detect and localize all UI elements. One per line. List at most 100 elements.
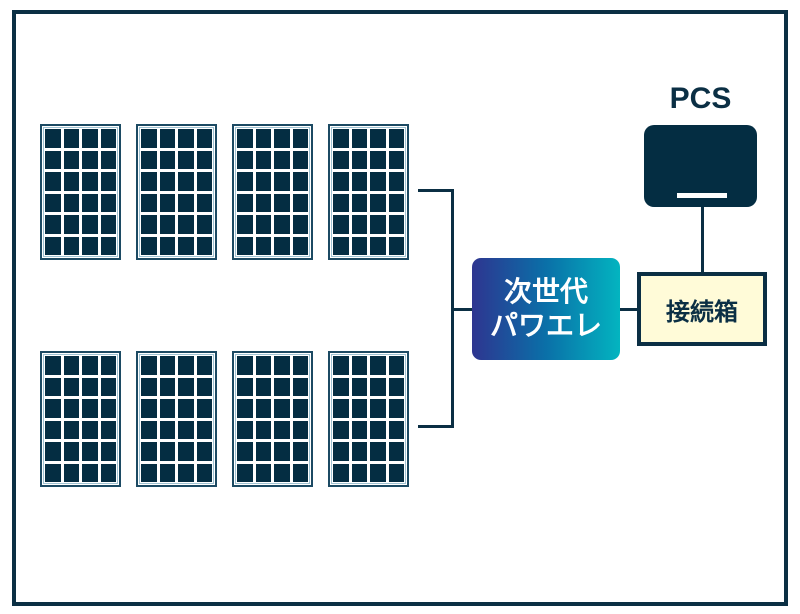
- solar-cell: [333, 236, 349, 255]
- solar-cell: [274, 463, 290, 482]
- solar-panel-icon: [136, 124, 217, 260]
- solar-cell: [388, 129, 404, 148]
- solar-cell: [388, 215, 404, 234]
- solar-cell: [141, 356, 157, 375]
- solar-cell: [159, 236, 175, 255]
- connector-top: [418, 189, 454, 192]
- solar-cell: [292, 463, 308, 482]
- solar-cell: [100, 150, 116, 169]
- solar-cell: [63, 377, 79, 396]
- solar-panel-icon: [40, 124, 121, 260]
- solar-cell: [333, 129, 349, 148]
- solar-cell: [141, 172, 157, 191]
- solar-cell: [351, 215, 367, 234]
- solar-cell: [274, 420, 290, 439]
- solar-cell: [237, 463, 253, 482]
- solar-cell: [255, 193, 271, 212]
- solar-cell: [388, 193, 404, 212]
- solar-cell: [100, 236, 116, 255]
- solar-cell: [388, 377, 404, 396]
- solar-cell: [370, 129, 386, 148]
- solar-cell: [274, 150, 290, 169]
- solar-cell: [196, 463, 212, 482]
- solar-cell: [82, 215, 98, 234]
- solar-cell: [100, 356, 116, 375]
- solar-cell: [292, 193, 308, 212]
- solar-cell: [274, 215, 290, 234]
- solar-cell: [82, 356, 98, 375]
- solar-cell: [274, 172, 290, 191]
- pcs-indicator: [677, 193, 727, 198]
- solar-cell: [100, 172, 116, 191]
- solar-panel-icon: [136, 351, 217, 487]
- solar-cell: [178, 463, 194, 482]
- solar-cell: [178, 172, 194, 191]
- solar-cell: [388, 150, 404, 169]
- solar-cell: [351, 463, 367, 482]
- connector-to-nextgen: [451, 308, 473, 311]
- connector-bottom: [418, 425, 454, 428]
- solar-cell: [45, 442, 61, 461]
- solar-cell: [255, 129, 271, 148]
- solar-cell: [333, 150, 349, 169]
- solar-cell: [196, 356, 212, 375]
- solar-cell: [141, 193, 157, 212]
- solar-panel-icon: [328, 351, 409, 487]
- solar-cell: [274, 236, 290, 255]
- solar-cell: [141, 463, 157, 482]
- diagram-frame: [12, 10, 788, 606]
- pcs-label: PCS: [669, 82, 732, 115]
- solar-cell: [45, 215, 61, 234]
- solar-cell: [292, 129, 308, 148]
- solar-cell: [159, 463, 175, 482]
- solar-cell: [274, 193, 290, 212]
- solar-cell: [141, 399, 157, 418]
- solar-cell: [82, 463, 98, 482]
- solar-cell: [237, 399, 253, 418]
- solar-cell: [178, 150, 194, 169]
- solar-cell: [63, 442, 79, 461]
- nextgen-line-1: 次世代: [503, 275, 588, 308]
- solar-cell: [292, 420, 308, 439]
- solar-cell: [370, 420, 386, 439]
- solar-cell: [370, 356, 386, 375]
- solar-cell: [388, 420, 404, 439]
- solar-cell: [178, 215, 194, 234]
- solar-cell: [370, 150, 386, 169]
- solar-cell: [159, 356, 175, 375]
- solar-cell: [196, 236, 212, 255]
- solar-cell: [292, 236, 308, 255]
- solar-cell: [292, 356, 308, 375]
- solar-cell: [45, 356, 61, 375]
- solar-cell: [178, 377, 194, 396]
- solar-cell: [255, 215, 271, 234]
- solar-cell: [100, 215, 116, 234]
- solar-cell: [388, 399, 404, 418]
- solar-cell: [255, 356, 271, 375]
- solar-cell: [82, 129, 98, 148]
- pcs-icon: [644, 125, 757, 207]
- solar-cell: [45, 420, 61, 439]
- solar-cell: [141, 442, 157, 461]
- solar-cell: [351, 377, 367, 396]
- solar-cell: [63, 463, 79, 482]
- solar-cell: [159, 442, 175, 461]
- solar-cell: [388, 236, 404, 255]
- solar-cell: [45, 377, 61, 396]
- solar-cell: [63, 215, 79, 234]
- solar-cell: [351, 356, 367, 375]
- solar-cell: [333, 463, 349, 482]
- solar-cell: [255, 236, 271, 255]
- solar-cell: [351, 236, 367, 255]
- solar-cell: [178, 129, 194, 148]
- solar-cell: [370, 463, 386, 482]
- solar-cell: [159, 377, 175, 396]
- solar-cell: [82, 399, 98, 418]
- solar-cell: [370, 193, 386, 212]
- solar-cell: [274, 399, 290, 418]
- solar-cell: [351, 193, 367, 212]
- solar-cell: [196, 172, 212, 191]
- solar-cell: [82, 420, 98, 439]
- solar-cell: [196, 215, 212, 234]
- solar-cell: [292, 442, 308, 461]
